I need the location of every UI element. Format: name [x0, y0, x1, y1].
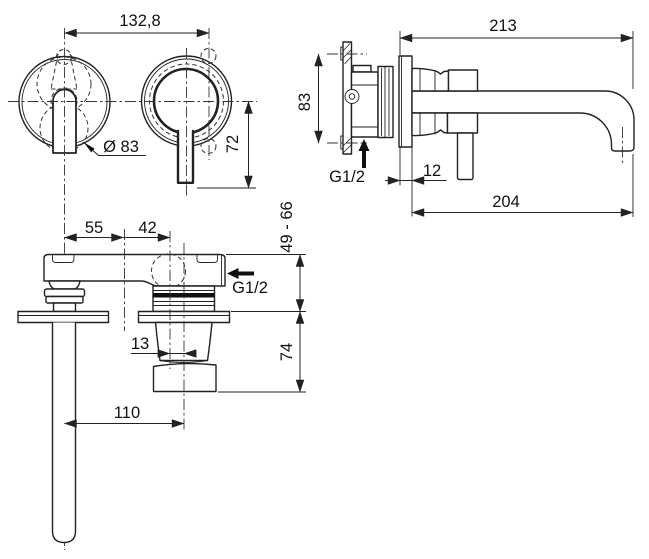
inlet-arrow-plan-icon [227, 268, 239, 279]
dim-inlet-thread-side: G1/2 [329, 168, 365, 186]
plan-view: 55 42 49 - 66 74 G1/2 13 110 [17, 201, 306, 544]
dim-total-projection: 213 [489, 17, 517, 35]
dim-spout-to-center: 55 [85, 219, 103, 237]
dim-center-distance: 132,8 [119, 12, 160, 30]
spout-front [152, 67, 220, 135]
concealed-manifold [43, 253, 226, 287]
dim-escutcheon-depth: 12 [423, 162, 441, 180]
dim-fixing-centers: 83 [296, 93, 314, 111]
dim-trim-depth: 74 [278, 343, 296, 361]
front-view: 132,8 Ø 83 72 [8, 12, 257, 550]
spout-wall-flange [17, 310, 110, 324]
dim-axis-spacing: 110 [114, 404, 140, 422]
inlet-arrow-icon [358, 139, 370, 151]
dim-cartridge-offset: 13 [131, 335, 149, 353]
dim-recess-depth-range: 49 - 66 [278, 201, 296, 252]
side-view: 213 83 G1/2 12 204 [296, 17, 635, 217]
dim-spout-projection: 204 [492, 193, 520, 211]
spout-plan [51, 322, 77, 544]
valve-cover-skirt [152, 362, 217, 393]
handle-body-side [447, 69, 479, 92]
dim-spout-drop: 72 [224, 135, 242, 153]
dim-escutcheon-diameter: Ø 83 [103, 138, 139, 156]
dim-inlet-thread-plan: G1/2 [232, 279, 268, 297]
fixing-screw [344, 89, 360, 104]
leader-arrow [84, 142, 95, 153]
handle-lever-side [456, 132, 474, 181]
spout-end-front [176, 129, 195, 184]
dim-center-to-cartridge: 42 [138, 219, 156, 237]
spout-side [411, 90, 635, 152]
concealed-body [350, 71, 379, 138]
side-escutcheon [398, 55, 413, 148]
